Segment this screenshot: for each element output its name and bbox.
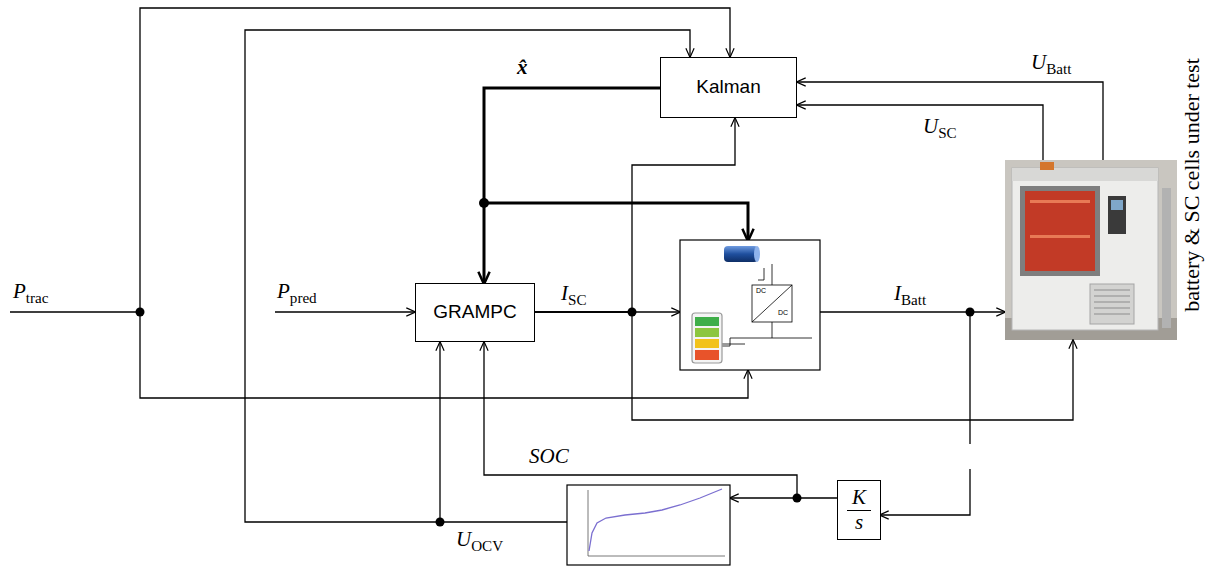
soc-wire xyxy=(730,497,797,498)
symbol-letter: U xyxy=(923,114,938,138)
signal-connector xyxy=(535,118,735,312)
inner-wire xyxy=(772,264,773,285)
plot-axes xyxy=(588,490,725,556)
signal-connector xyxy=(535,312,1073,420)
signal-name: SOC xyxy=(528,444,1210,469)
symbol-letter: I xyxy=(894,281,901,305)
signal-name: IBatt xyxy=(893,281,927,306)
signal-connector xyxy=(797,82,1103,160)
symbol-subscript: Batt xyxy=(1046,61,1071,77)
integrator-box: Ks xyxy=(837,480,881,540)
converter-tag: DC xyxy=(755,287,767,294)
chamber-caption: battery & SC cells under test xyxy=(1180,58,1204,312)
chamber-shelf xyxy=(1030,235,1090,238)
ibatt-wire xyxy=(880,312,970,515)
symbol-letter: P xyxy=(277,279,290,303)
transfer-term: s xyxy=(850,511,868,534)
battery-symbol xyxy=(692,313,722,363)
signal-connector xyxy=(484,88,660,283)
converter-illustration xyxy=(680,240,820,370)
chamber-photo xyxy=(1005,160,1177,340)
battery-bar xyxy=(695,328,719,337)
controller-box: GRAMPC xyxy=(415,283,535,342)
plot-frame xyxy=(567,485,730,565)
signal-name: Ptrac xyxy=(12,279,49,304)
converter-tag: DC xyxy=(777,309,789,316)
junction-dot xyxy=(436,518,445,527)
symbol-subscript: SC xyxy=(938,125,956,141)
chamber-window xyxy=(1025,191,1095,271)
symbol-subscript: pred xyxy=(290,290,317,306)
symbol-subscript: Batt xyxy=(901,292,926,308)
signal-connector xyxy=(484,342,837,498)
signal-name: ISC xyxy=(560,281,587,306)
symbol-letter: U xyxy=(456,527,471,551)
junction-dot xyxy=(966,308,975,317)
battery-bar xyxy=(695,350,719,360)
ibatt-wire xyxy=(820,311,1005,312)
inner-wire xyxy=(730,338,812,339)
chamber-body xyxy=(1012,168,1158,330)
photo-background xyxy=(1005,160,1177,340)
block-name: GRAMPC xyxy=(433,301,516,324)
top-fitting xyxy=(1040,162,1054,170)
ocv-plot xyxy=(567,485,730,565)
block-name: Kalman xyxy=(696,76,760,99)
chamber-shelf xyxy=(1030,200,1090,203)
test-chamber: battery & SC cells under test xyxy=(1005,160,1177,340)
ppred-wire xyxy=(275,311,415,312)
control-screen xyxy=(1111,200,1123,210)
symbol-letter: U xyxy=(1031,50,1046,74)
signal-name: USC xyxy=(922,114,958,139)
inner-wire xyxy=(758,268,764,280)
chamber-vent xyxy=(1090,284,1134,324)
battery-bar xyxy=(695,317,719,326)
converter-frame xyxy=(680,240,820,370)
uocv-wire xyxy=(439,342,440,522)
signal-name: UBatt xyxy=(1030,50,1072,75)
battery-bar xyxy=(695,339,719,348)
symbol-letter: P xyxy=(13,279,26,303)
dcdc-symbol xyxy=(752,285,792,322)
junction-dot xyxy=(136,308,145,317)
side-pipe xyxy=(1162,188,1171,328)
symbol-subscript: OCV xyxy=(471,538,503,554)
state-wire xyxy=(484,203,748,240)
symbol-subscript: trac xyxy=(26,290,49,306)
symbol-subscript: SC xyxy=(568,292,586,308)
dcdc-symbol xyxy=(752,285,792,322)
signal-name: x̂ xyxy=(516,55,529,80)
ocv-curve xyxy=(589,489,722,551)
signal-name: UOCV xyxy=(455,527,504,552)
chamber-top xyxy=(1012,168,1158,181)
estimator-box: Kalman xyxy=(660,57,797,118)
inner-wire xyxy=(772,322,773,338)
chamber-door xyxy=(1020,186,1100,276)
supercap-symbol xyxy=(754,246,760,262)
transfer-term: K xyxy=(847,486,871,510)
supercap-symbol xyxy=(724,246,758,262)
symbol-letter: I xyxy=(561,281,568,305)
signal-connector xyxy=(797,105,1043,160)
signal-name: Ppred xyxy=(276,279,318,304)
ptrac-wire xyxy=(10,8,730,312)
control-panel xyxy=(1108,196,1126,234)
vent-slots xyxy=(1094,290,1130,314)
